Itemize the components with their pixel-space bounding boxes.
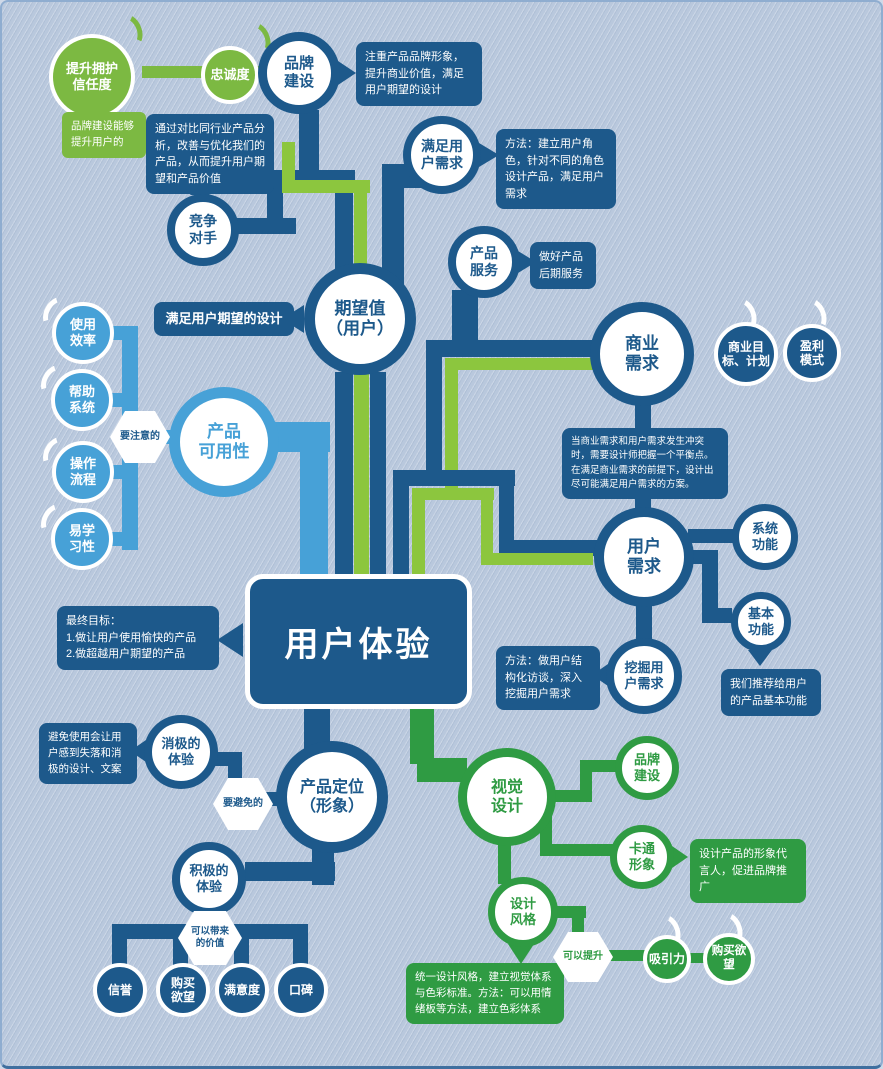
callout-compare-note: 通过对比同行业产品分析，改善与优化我们的产品，从而提升用户期望和产品价值: [146, 114, 274, 194]
connector: [410, 702, 434, 764]
connector: [412, 488, 425, 580]
speech-tail: [508, 944, 534, 964]
node-help-system: 帮助 系统: [51, 369, 113, 431]
connector: [449, 358, 594, 370]
node-product-service: 产品 服务: [448, 226, 520, 298]
hexagon-to-note: 要注意的: [110, 411, 170, 463]
callout-after-service: 做好产品后期服务: [530, 242, 596, 289]
node-attraction: 吸引力: [643, 935, 691, 983]
connector: [245, 862, 335, 881]
node-learnability: 易学 习性: [51, 508, 113, 570]
node-word-of-mouth: 口碑: [274, 963, 328, 1017]
node-reputation: 信誉: [93, 963, 147, 1017]
connector: [382, 164, 404, 304]
callout-negative-note: 避免使用会让用户感到失落和消极的设计、文案: [39, 723, 137, 785]
connector: [688, 953, 708, 963]
connector: [370, 372, 386, 580]
connector: [445, 358, 458, 500]
node-usage-efficiency: 使用 效率: [52, 302, 114, 364]
node-product-usability: 产品 可用性: [169, 387, 279, 497]
node-purchase-desire-green: 购买欲望: [703, 933, 755, 985]
connector: [499, 470, 514, 550]
connector: [282, 142, 295, 192]
connector: [702, 608, 732, 623]
node-user-experience: 用户体验: [245, 574, 472, 709]
speech-tail: [672, 846, 688, 868]
connector: [499, 540, 599, 556]
connector: [635, 402, 651, 432]
node-product-positioning: 产品定位 （形象）: [276, 741, 388, 853]
callout-role-method: 方法：建立用户角色，针对不同的角色设计产品，满足用户需求: [496, 129, 616, 209]
node-operation-flow: 操作 流程: [52, 441, 114, 503]
hexagon-value-brought: 可以带来 的价值: [178, 911, 242, 965]
connector: [112, 937, 127, 967]
speech-tail: [217, 623, 243, 657]
callout-cartoon-note: 设计产品的形象代言人，促进品牌推广: [690, 839, 806, 903]
callout-style-note: 统一设计风格，建立视觉体系与色彩标准。方法：可以用情绪板等方法，建立色彩体系: [406, 963, 564, 1025]
connector: [412, 488, 494, 500]
connector: [293, 937, 308, 967]
connector: [393, 470, 515, 486]
node-positive-experience: 积极的 体验: [172, 842, 246, 916]
connector: [481, 494, 493, 564]
connector: [481, 553, 593, 565]
node-negative-experience: 消极的 体验: [144, 715, 218, 789]
callout-expectation-design: 满足用户期望的设计: [154, 302, 294, 336]
connector: [498, 838, 511, 884]
node-competitors: 竞争 对手: [167, 194, 239, 266]
speech-tail: [479, 143, 499, 167]
node-expectation: 期望值 （用户）: [304, 263, 416, 375]
connector: [236, 218, 296, 234]
connector: [702, 550, 718, 616]
connector: [426, 340, 594, 357]
connector: [417, 758, 467, 782]
node-visual-design: 视觉 设计: [458, 748, 556, 846]
speech-tail: [748, 650, 772, 666]
connector: [636, 604, 652, 642]
speech-tail: [338, 61, 356, 85]
node-loyalty: 忠诚度: [201, 46, 259, 104]
node-system-functions: 系统 功能: [732, 504, 798, 570]
connector: [688, 529, 734, 543]
node-design-style: 设计 风格: [488, 877, 558, 947]
node-brand-building-green: 品牌 建设: [615, 736, 679, 800]
node-profit-model: 盈利 模式: [783, 324, 841, 382]
connector: [354, 372, 369, 580]
connector: [282, 180, 370, 193]
node-basic-functions: 基本 功能: [731, 592, 791, 652]
callout-final-goal: 最终目标： 1.做让用户使用愉快的产品 2.做超越用户期望的产品: [57, 606, 219, 670]
hexagon-to-avoid: 要避免的: [213, 778, 273, 830]
callout-brand-boost: 品牌建设能够提升用户的: [62, 112, 146, 158]
node-brand-building-top: 品牌 建设: [258, 32, 340, 114]
node-business-goal-plan: 商业目 标、计划: [714, 322, 778, 386]
connector: [426, 357, 442, 479]
node-cartoon-image: 卡通 形象: [610, 825, 674, 889]
node-user-needs: 用户 需求: [594, 507, 694, 607]
connector: [540, 844, 614, 856]
connector: [393, 470, 409, 580]
connector: [300, 422, 328, 580]
callout-brand-note: 注重产品品牌形象，提升商业价值，满足用户期望的设计: [356, 42, 482, 106]
node-trust-advocacy: 提升拥护 信任度: [49, 34, 135, 120]
node-mining-user-needs: 挖掘用 户需求: [606, 638, 682, 714]
node-meet-user-needs: 满足用 户需求: [403, 116, 481, 194]
connector: [580, 760, 618, 772]
node-purchase-desire: 购买 欲望: [156, 963, 210, 1017]
connector: [354, 180, 367, 272]
node-business-needs: 商业 需求: [590, 302, 694, 406]
node-satisfaction: 满意度: [215, 963, 269, 1017]
connector: [335, 372, 353, 580]
callout-balance-note: 当商业需求和用户需求发生冲突时，需要设计师把握一个平衡点。在满足商业需求的前提下…: [562, 428, 728, 499]
connector: [335, 170, 353, 280]
connector: [606, 950, 646, 961]
callout-basic-functions-note: 我们推荐给用户的产品基本功能: [721, 669, 821, 716]
callout-interview-method: 方法：做用户结构化访谈，深入挖掘用户需求: [496, 646, 600, 710]
